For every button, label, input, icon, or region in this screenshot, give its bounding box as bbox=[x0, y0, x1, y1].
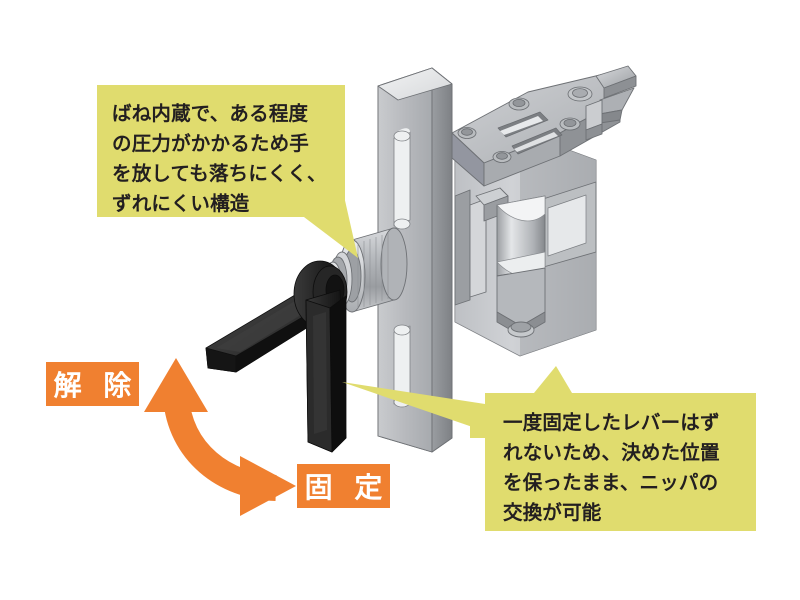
arrowhead-release bbox=[144, 358, 208, 412]
callout-lever-body bbox=[485, 393, 756, 531]
callout-notch-lever bbox=[534, 366, 572, 393]
callout-spring: ばね内蔵で、ある程度 の圧力がかかるため手 を放しても落ちにくく、 ずれにくい構… bbox=[97, 85, 345, 217]
air-cylinder-body bbox=[454, 131, 597, 357]
callout-spring-body bbox=[97, 85, 345, 217]
key-label-release: 解 除 bbox=[46, 362, 139, 406]
callout-spring-text: ばね内蔵で、ある程度 の圧力がかかるため手 を放しても落ちにくく、 ずれにくい構… bbox=[112, 103, 327, 215]
key-label-fix: 固 定 bbox=[297, 464, 390, 508]
nipper-head bbox=[451, 65, 637, 187]
callout-nub-lever bbox=[470, 415, 485, 438]
clamp-lever-locked bbox=[305, 289, 347, 453]
callout-lever: 一度固定したレバーはず れないため、決めた位置 を保ったまま、ニッパの 交換が可… bbox=[485, 393, 756, 531]
callout-lever-text: 一度固定したレバーはず れないため、決めた位置 を保ったまま、ニッパの 交換が可… bbox=[503, 412, 720, 524]
nipper-blades bbox=[585, 65, 637, 141]
callout-tail-lever bbox=[342, 382, 487, 432]
mounting-plate bbox=[377, 67, 453, 453]
piston-cone bbox=[496, 195, 546, 338]
arrowhead-fix bbox=[240, 456, 296, 516]
